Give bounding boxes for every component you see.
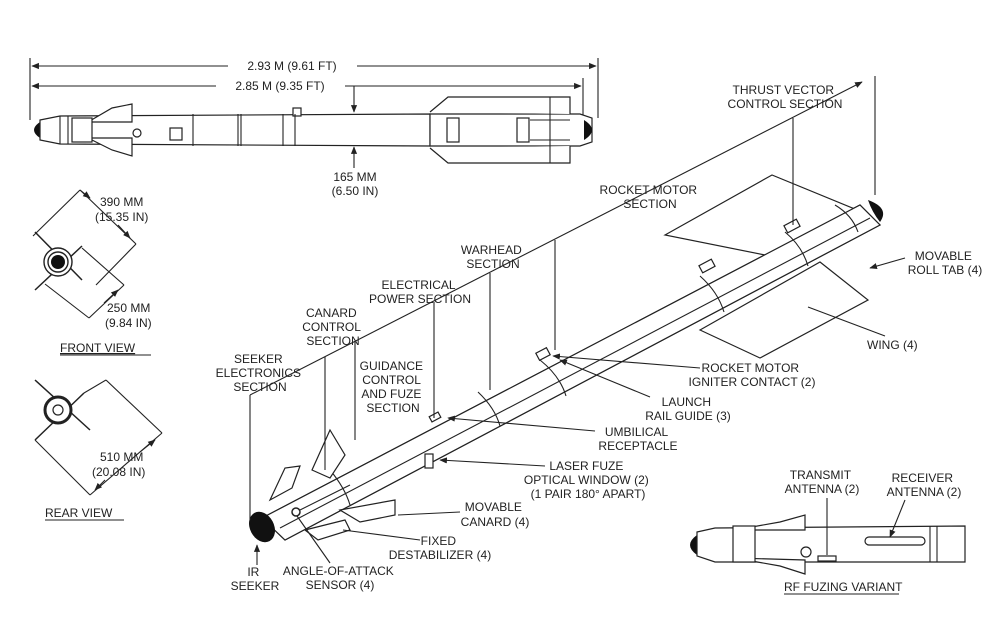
front-view: 390 MM (15.35 IN) 250 MM (9.84 IN) FRONT…: [32, 189, 152, 356]
isometric-missile: [249, 174, 884, 543]
side-view: 2.93 M (9.61 FT) 2.85 M (9.35 FT) 165 MM…: [29, 58, 599, 198]
destabilizer-callout: FIXED DESTABILIZER (4): [389, 534, 491, 562]
rf-fuzing-variant: TRANSMIT ANTENNA (2) RECEIVER ANTENNA (2…: [690, 468, 966, 595]
rear-span-510-mm: 510 MM: [100, 450, 143, 464]
canard-callout: MOVABLE CANARD (4): [461, 500, 530, 529]
rear-view-title: REAR VIEW: [45, 506, 113, 520]
front-span-390-in: (15.35 IN): [95, 210, 148, 224]
overall-length-label: 2.93 M (9.61 FT): [247, 59, 336, 73]
front-span-390-mm: 390 MM: [100, 195, 143, 209]
section-dimension-line: [249, 76, 876, 520]
callouts: MOVABLE ROLL TAB (4) WING (4) ROCKET MOT…: [231, 249, 983, 593]
rear-span-510-in: (20.08 IN): [92, 465, 145, 479]
roll-tab-callout: MOVABLE ROLL TAB (4): [908, 249, 982, 277]
seeker-electronics-section-label: SEEKER ELECTRONICS SECTION: [216, 352, 305, 394]
front-span-250-mm: 250 MM: [107, 301, 150, 315]
overall-length-dimension: 2.93 M (9.61 FT): [31, 59, 597, 73]
umbilical-callout: UMBILICAL RECEPTACLE: [598, 425, 677, 453]
rocket-motor-section-label: ROCKET MOTOR SECTION: [600, 183, 701, 211]
ir-seeker-callout: IR SEEKER: [231, 565, 280, 593]
transmit-antenna-callout: TRANSMIT ANTENNA (2): [785, 468, 860, 496]
diameter-label-in: (6.50 IN): [332, 184, 379, 198]
rf-variant-title: RF FUZING VARIANT: [784, 580, 903, 594]
diameter-label-mm: 165 MM: [333, 170, 376, 184]
electrical-power-section-label: ELECTRICAL POWER SECTION: [369, 278, 471, 306]
thrust-vector-label: THRUST VECTOR CONTROL SECTION: [728, 83, 843, 111]
side-view-missile-body: [34, 96, 593, 164]
guidance-section-label: GUIDANCE CONTROL AND FUZE SECTION: [360, 359, 427, 415]
wing-callout: WING (4): [867, 338, 918, 352]
body-length-label: 2.85 M (9.35 FT): [235, 79, 324, 93]
body-length-dimension: 2.85 M (9.35 FT): [31, 79, 582, 93]
section-labels: THRUST VECTOR CONTROL SECTION ROCKET MOT…: [216, 83, 843, 415]
front-span-250-in: (9.84 IN): [105, 316, 152, 330]
aoa-callout: ANGLE-OF-ATTACK SENSOR (4): [283, 564, 397, 592]
rail-guide-callout: LAUNCH RAIL GUIDE (3): [645, 395, 731, 423]
igniter-callout: ROCKET MOTOR IGNITER CONTACT (2): [689, 361, 816, 389]
warhead-section-label: WARHEAD SECTION: [461, 243, 525, 271]
front-view-title: FRONT VIEW: [60, 341, 136, 355]
receiver-antenna-callout: RECEIVER ANTENNA (2): [887, 471, 962, 499]
laser-fuze-callout: LASER FUZE OPTICAL WINDOW (2) (1 PAIR 18…: [524, 459, 652, 501]
rear-view: 510 MM (20.08 IN) REAR VIEW: [34, 379, 163, 521]
canard-control-section-label: CANARD CONTROL SECTION: [302, 306, 364, 348]
